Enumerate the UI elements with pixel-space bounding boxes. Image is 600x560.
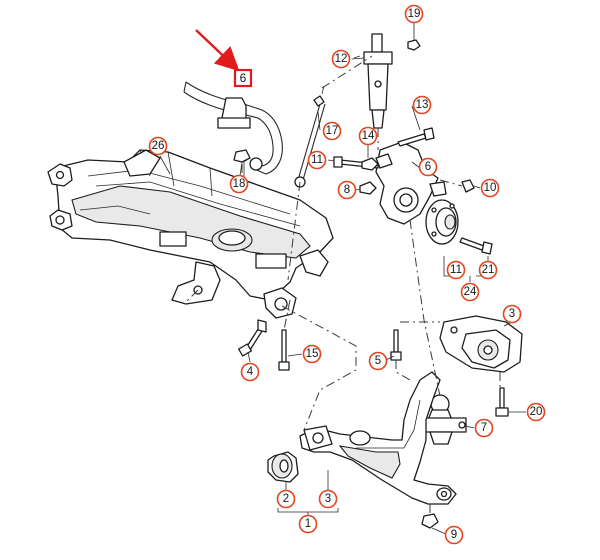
callout-18-label: 18 bbox=[233, 178, 246, 190]
assembly-lines bbox=[183, 55, 501, 514]
highlighted-callout-6[interactable]: 6 bbox=[233, 68, 253, 88]
leader-lines bbox=[159, 21, 526, 535]
wishbone-drawing bbox=[267, 371, 457, 505]
callout-7[interactable]: 7 bbox=[474, 418, 494, 438]
bolts-drawing bbox=[233, 39, 509, 529]
callout-4-label: 4 bbox=[247, 366, 254, 378]
callout-1-label: 1 bbox=[305, 518, 311, 530]
callout-26-label: 26 bbox=[152, 140, 165, 152]
callout-18[interactable]: 18 bbox=[229, 174, 249, 194]
callout-17-label: 17 bbox=[326, 125, 339, 137]
callout-21-label: 21 bbox=[482, 264, 495, 276]
callout-5[interactable]: 5 bbox=[368, 351, 388, 371]
callout-14[interactable]: 14 bbox=[358, 126, 378, 146]
callout-7-label: 7 bbox=[481, 422, 487, 434]
callout-19[interactable]: 19 bbox=[404, 4, 424, 24]
wheel-hub-drawing bbox=[425, 199, 459, 245]
callout-11-upper[interactable]: 11 bbox=[307, 150, 327, 170]
callout-2-label: 2 bbox=[283, 493, 289, 505]
callout-3-arm-label: 3 bbox=[325, 493, 331, 505]
callout-6-knuckle[interactable]: 6 bbox=[418, 157, 438, 177]
callout-11-upper-label: 11 bbox=[311, 154, 323, 166]
callout-12[interactable]: 12 bbox=[331, 49, 351, 69]
callout-3-arm[interactable]: 3 bbox=[318, 489, 338, 509]
callout-24[interactable]: 24 bbox=[460, 282, 480, 302]
callout-2[interactable]: 2 bbox=[276, 489, 296, 509]
callout-6-knuckle-label: 6 bbox=[425, 161, 431, 173]
strut-drawing bbox=[353, 33, 393, 129]
callout-24-label: 24 bbox=[464, 286, 477, 298]
callout-20-label: 20 bbox=[530, 406, 543, 418]
callout-21[interactable]: 21 bbox=[478, 260, 498, 280]
callout-17[interactable]: 17 bbox=[322, 121, 342, 141]
callout-1[interactable]: 1 bbox=[298, 514, 318, 534]
highlight-arrow bbox=[195, 29, 240, 72]
callout-10-label: 10 bbox=[484, 182, 497, 194]
coupling-rod-drawing bbox=[294, 85, 326, 188]
rear-bush-mount-drawing bbox=[439, 315, 523, 373]
callout-26[interactable]: 26 bbox=[148, 136, 168, 156]
callout-9-label: 9 bbox=[451, 529, 457, 541]
callout-14-label: 14 bbox=[362, 130, 375, 142]
subframe-drawing bbox=[47, 149, 334, 319]
callout-19-label: 19 bbox=[408, 8, 421, 20]
callout-12-label: 12 bbox=[335, 53, 348, 65]
callout-5-label: 5 bbox=[375, 355, 381, 367]
highlighted-callout-6-label: 6 bbox=[240, 71, 247, 85]
callout-13[interactable]: 13 bbox=[412, 95, 432, 115]
callout-15-label: 15 bbox=[306, 348, 319, 360]
callout-4[interactable]: 4 bbox=[240, 362, 260, 382]
callout-10[interactable]: 10 bbox=[480, 178, 500, 198]
callout-8-label: 8 bbox=[344, 184, 350, 196]
callout-9[interactable]: 9 bbox=[444, 525, 464, 545]
callout-3-mount-label: 3 bbox=[509, 308, 515, 320]
callout-11-hub-label: 11 bbox=[450, 264, 462, 276]
ball-joint-drawing bbox=[415, 394, 467, 445]
callout-11-hub[interactable]: 11 bbox=[446, 260, 466, 280]
callout-20[interactable]: 20 bbox=[526, 402, 546, 422]
callout-8[interactable]: 8 bbox=[337, 180, 357, 200]
callout-13-label: 13 bbox=[416, 99, 429, 111]
callout-3-mount[interactable]: 3 bbox=[502, 304, 522, 324]
callout-15[interactable]: 15 bbox=[302, 344, 322, 364]
